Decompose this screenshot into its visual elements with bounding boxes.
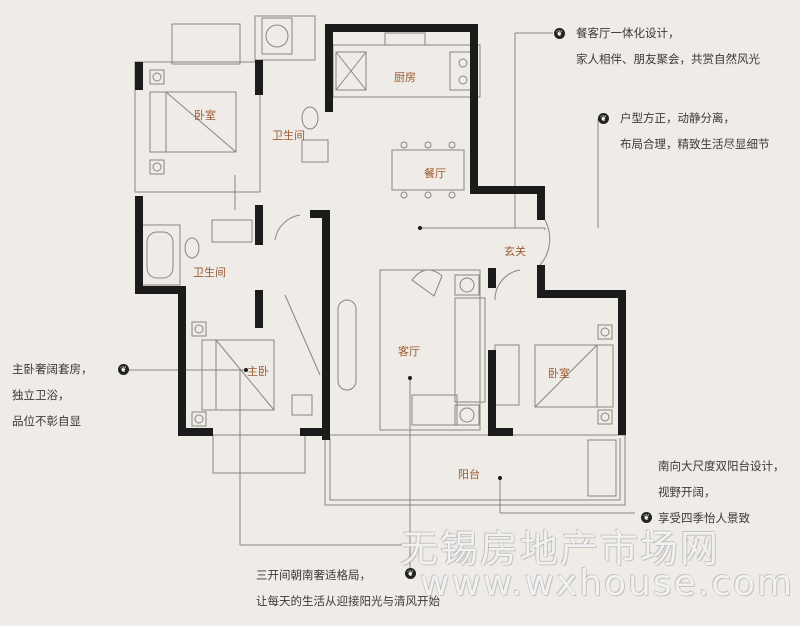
room-label-bedroom-se: 卧室 [548, 367, 570, 380]
note-line: 南向大尺度双阳台设计， [658, 459, 785, 473]
note-balcony: 南向大尺度双阳台设计， 视野开阔， 享受四季怡人景致 [658, 453, 785, 531]
note-south: 三开间朝南奢适格局， 让每天的生活从迎接阳光与清风开始 [256, 562, 440, 614]
room-label-entrance: 玄关 [504, 245, 526, 258]
watermark-url: www.wxhouse.com [420, 563, 795, 604]
room-label-bathroom-top: 卫生间 [272, 129, 305, 142]
room-label-master-bedroom: 主卧 [247, 365, 269, 378]
leaf-icon: ❦ [598, 113, 609, 124]
note-line: 三开间朝南奢适格局， [256, 568, 371, 582]
note-layout: 户型方正，动静分离， 布局合理，精致生活尽显细节 [620, 105, 770, 157]
note-line: 品位不彰自显 [12, 414, 81, 428]
room-label-bathroom-mid: 卫生间 [193, 266, 226, 279]
room-label-dining: 餐厅 [424, 167, 446, 180]
note-master: 主卧奢阔套房， 独立卫浴， 品位不彰自显 [12, 356, 93, 434]
note-line: 享受四季怡人景致 [658, 511, 750, 525]
note-line: 餐客厅一体化设计， [576, 26, 680, 40]
leaf-icon: ❦ [554, 28, 565, 39]
note-line: 让每天的生活从迎接阳光与清风开始 [256, 594, 440, 608]
note-line: 视野开阔， [658, 485, 716, 499]
room-label-living-room: 客厅 [398, 345, 420, 358]
room-label-bedroom-nw: 卧室 [194, 109, 216, 122]
leaf-icon: ❦ [641, 512, 652, 523]
note-line: 户型方正，动静分离， [620, 111, 735, 125]
note-line: 主卧奢阔套房， [12, 362, 93, 376]
watermark-title: 无锡房地产市场网 [400, 527, 721, 571]
room-label-balcony: 阳台 [458, 468, 480, 481]
leaf-icon: ❦ [118, 364, 129, 375]
note-line: 布局合理，精致生活尽显细节 [620, 137, 770, 151]
leaf-icon: ❦ [405, 568, 416, 579]
note-line: 家人相伴、朋友聚会，共赏自然风光 [576, 52, 760, 66]
room-label-kitchen: 厨房 [394, 71, 416, 84]
note-line: 独立卫浴， [12, 388, 70, 402]
note-kitchen-dining: 餐客厅一体化设计， 家人相伴、朋友聚会，共赏自然风光 [576, 20, 760, 72]
